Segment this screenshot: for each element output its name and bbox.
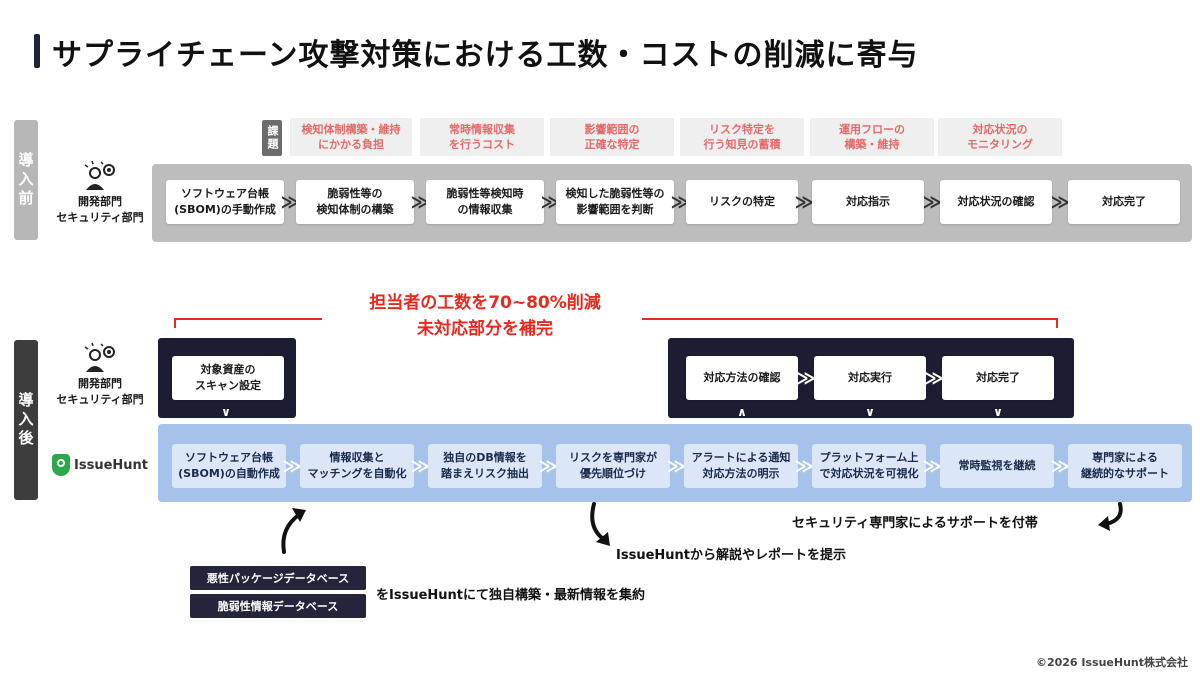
before-dept-dev: 開発部門 [78, 195, 122, 208]
issuehunt-step: 常時監視を継続 [940, 444, 1054, 488]
issue-item: 検知体制構築・維持 にかかる負担 [290, 118, 412, 156]
dev-step: 対応完了 [942, 356, 1054, 400]
before-step: リスクの特定 [686, 180, 798, 224]
issuehunt-logo: IssueHunt [52, 454, 148, 476]
issue-item: リスク特定を 行う知見の蓄積 [680, 118, 804, 156]
after-label: 導入後 [14, 340, 38, 500]
issue-item: 影響範囲の 正確な特定 [550, 118, 674, 156]
chevron-right-icon: ≫ [1050, 191, 1070, 213]
before-step: 対応指示 [812, 180, 924, 224]
chevron-right-icon: ≫ [796, 367, 816, 389]
before-label: 導入前 [14, 120, 38, 240]
issue-item: 常時情報収集 を行うコスト [420, 118, 544, 156]
issue-item: 運用フローの 構築・維持 [810, 118, 934, 156]
dev-step: 対応実行 [814, 356, 926, 400]
curved-arrow-down-icon [590, 502, 610, 546]
before-step: 対応状況の確認 [940, 180, 1052, 224]
chevron-right-icon: ≫ [922, 191, 942, 213]
malicious-package-db-tag: 悪性パッケージデータベース [190, 566, 366, 590]
issuehunt-brand-text: IssueHunt [74, 457, 148, 473]
chevron-right-icon: ≫ [410, 455, 430, 477]
reduction-bracket-right [642, 318, 1058, 328]
after-dept-block: 開発部門 セキュリティ部門 [48, 342, 152, 408]
page-title: サプライチェーン攻撃対策における工数・コストの削減に寄与 [52, 38, 919, 73]
curved-arrow-up-icon [281, 508, 306, 554]
chevron-right-icon: ≫ [282, 455, 302, 477]
chevron-right-icon: ≫ [538, 455, 558, 477]
before-step: ソフトウェア台帳 (SBOM)の手動作成 [166, 180, 284, 224]
report-note: IssueHuntから解説やレポートを提示 [616, 548, 846, 563]
developer-security-icon [84, 160, 115, 190]
before-step: 脆弱性等検知時 の情報収集 [426, 180, 544, 224]
reduction-callout: 担当者の工数を70~80%削減 未対応部分を補完 [340, 290, 630, 342]
chevron-right-icon: ≫ [670, 191, 690, 213]
chevron-right-icon: ≫ [924, 367, 944, 389]
dev-step-scan-setting: 対象資産の スキャン設定 [172, 356, 284, 400]
before-step: 脆弱性等の 検知体制の構築 [296, 180, 414, 224]
chevron-right-icon: ≫ [794, 191, 814, 213]
dev-step: 対応方法の確認 [686, 356, 798, 400]
after-dept-dev: 開発部門 [78, 377, 122, 390]
reduction-line-1: 担当者の工数を70~80%削減 [369, 293, 601, 313]
chevron-right-icon: ≫ [666, 455, 686, 477]
chevron-right-icon: ≫ [794, 455, 814, 477]
issuehunt-logo-icon [52, 454, 70, 476]
reduction-line-2: 未対応部分を補完 [417, 319, 553, 339]
issuehunt-step: 専門家による 継続的なサポート [1068, 444, 1182, 488]
after-dept-security: セキュリティ部門 [56, 393, 144, 406]
issue-item: 対応状況の モニタリング [938, 118, 1062, 156]
title-accent-bar [34, 34, 40, 68]
issuehunt-step: リスクを専門家が 優先順位づけ [556, 444, 670, 488]
arrow-down-icon: ∨ [221, 405, 231, 419]
copyright-footer: ©2026 IssueHunt株式会社 [1035, 656, 1188, 669]
arrow-down-icon: ∨ [993, 405, 1003, 419]
issuehunt-step: アラートによる通知 対応方法の明示 [684, 444, 798, 488]
before-step: 検知した脆弱性等の 影響範囲を判断 [556, 180, 674, 224]
chevron-right-icon: ≫ [540, 191, 560, 213]
reduction-bracket-left [174, 318, 322, 328]
developer-security-icon [84, 342, 115, 372]
issuehunt-step: プラットフォーム上 で対応状況を可視化 [812, 444, 926, 488]
curved-arrow-left-icon [1098, 502, 1123, 531]
chevron-right-icon: ≫ [922, 455, 942, 477]
arrow-up-icon: ∧ [737, 405, 747, 419]
db-note: をIssueHuntにて独自構築・最新情報を集約 [376, 588, 645, 603]
before-step: 対応完了 [1068, 180, 1180, 224]
issuehunt-step: ソフトウェア台帳 (SBOM)の自動作成 [172, 444, 286, 488]
issuehunt-step: 情報収集と マッチングを自動化 [300, 444, 414, 488]
arrow-down-icon: ∨ [865, 405, 875, 419]
chevron-right-icon: ≫ [280, 191, 300, 213]
before-dept-block: 開発部門 セキュリティ部門 [48, 160, 152, 226]
chevron-right-icon: ≫ [1050, 455, 1070, 477]
issuehunt-step: 独自のDB情報を 踏まえリスク抽出 [428, 444, 542, 488]
before-dept-security: セキュリティ部門 [56, 211, 144, 224]
support-note: セキュリティ専門家によるサポートを付帯 [792, 516, 1038, 531]
vulnerability-db-tag: 脆弱性情報データベース [190, 594, 366, 618]
issues-label: 課題 [262, 120, 282, 156]
chevron-right-icon: ≫ [410, 191, 430, 213]
